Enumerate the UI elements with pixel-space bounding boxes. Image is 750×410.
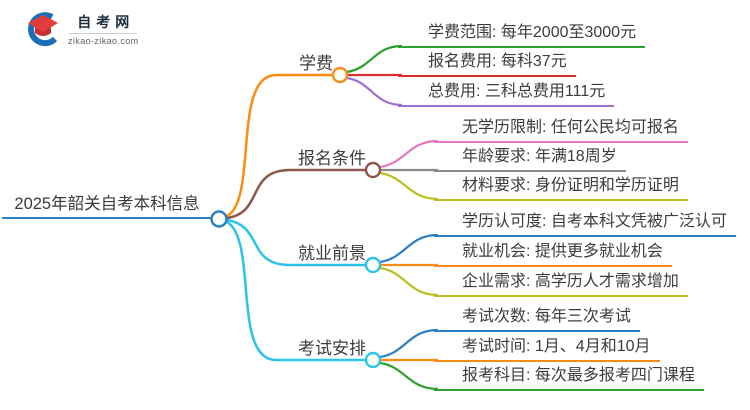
leaf-prospects-recognition: 学历认可度: 自考本科文凭被广泛认可 bbox=[434, 212, 736, 237]
root-node-label: 2025年韶关自考本科信息 bbox=[2, 194, 212, 219]
leaf-tuition-fee: 报名费用: 每科37元 bbox=[398, 52, 576, 77]
leaf-tuition-total: 总费用: 三科总费用111元 bbox=[398, 82, 615, 107]
link-tuition-to-range bbox=[346, 44, 403, 74]
link-root-to-requirements bbox=[226, 168, 366, 220]
site-url: zikao-zikao.com bbox=[68, 36, 139, 46]
branch-label-prospects: 就业前景 bbox=[298, 244, 366, 263]
exam-node-circle[interactable] bbox=[364, 351, 382, 369]
prospects-node-circle[interactable] bbox=[364, 256, 382, 274]
branch-label-exam: 考试安排 bbox=[298, 339, 366, 358]
leaf-prospects-demand: 企业需求: 高学历人才需求增加 bbox=[434, 272, 688, 297]
leaf-exam-dates: 考试时间: 1月、4月和10月 bbox=[434, 337, 660, 362]
graduation-cap-icon bbox=[28, 12, 58, 47]
root-node-circle[interactable] bbox=[210, 210, 228, 228]
branch-label-requirements: 报名条件 bbox=[298, 149, 366, 168]
logo-divider bbox=[69, 33, 138, 34]
tuition-node-circle[interactable] bbox=[331, 66, 349, 84]
requirements-node-circle[interactable] bbox=[364, 161, 382, 179]
link-requirements-to-nolimit bbox=[379, 139, 439, 169]
leaf-requirements-nolimit: 无学历限制: 任何公民均可报名 bbox=[434, 118, 688, 143]
site-logo[interactable]: 自考网 zikao-zikao.com bbox=[26, 12, 139, 48]
site-logo-text: 自考网 zikao-zikao.com bbox=[68, 14, 139, 46]
link-prospects-to-recognition bbox=[379, 233, 439, 264]
leaf-prospects-jobs: 就业机会: 提供更多就业机会 bbox=[434, 242, 672, 267]
link-requirements-to-materials bbox=[379, 171, 439, 201]
leaf-requirements-materials: 材料要求: 身份证明和学历证明 bbox=[434, 176, 688, 201]
branch-label-tuition: 学费 bbox=[299, 54, 333, 73]
link-root-to-tuition bbox=[226, 73, 333, 218]
leaf-exam-subjects: 报考科目: 每次最多报考四门课程 bbox=[434, 366, 704, 391]
link-tuition-to-total bbox=[346, 76, 403, 107]
link-root-to-exam bbox=[226, 220, 366, 362]
link-root-to-prospects bbox=[226, 218, 366, 267]
site-name: 自考网 bbox=[77, 14, 135, 30]
leaf-tuition-range: 学费范围: 每年2000至3000元 bbox=[398, 23, 646, 48]
leaf-requirements-age: 年龄要求: 年满18周岁 bbox=[434, 147, 626, 172]
link-exam-to-times bbox=[379, 328, 439, 359]
leaf-exam-times: 考试次数: 每年三次考试 bbox=[434, 307, 640, 332]
link-prospects-to-demand bbox=[379, 266, 439, 297]
link-exam-to-subjects bbox=[379, 361, 439, 391]
